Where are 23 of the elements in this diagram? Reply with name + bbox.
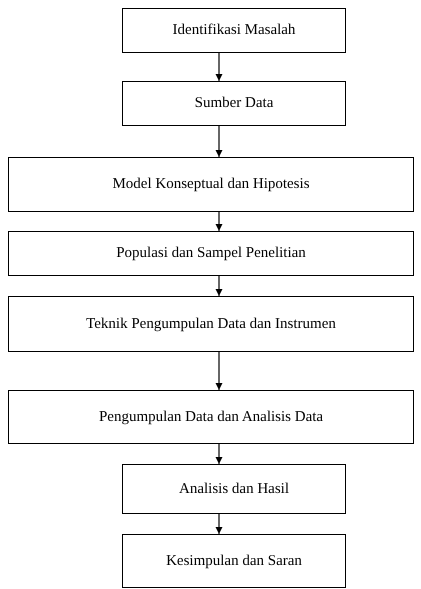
process-box xyxy=(122,8,346,53)
box-label: Populasi dan Sampel Penelitian xyxy=(116,245,306,262)
process-box xyxy=(8,390,414,444)
arrow xyxy=(216,514,222,534)
process-box xyxy=(8,157,414,212)
box-label: Kesimpulan dan Saran xyxy=(166,552,302,570)
arrow xyxy=(216,444,222,464)
process-box xyxy=(122,534,346,588)
box-label: Analisis dan Hasil xyxy=(179,480,289,498)
arrow xyxy=(216,352,222,390)
arrow xyxy=(216,126,222,157)
process-box xyxy=(8,296,414,352)
box-label: Identifikasi Masalah xyxy=(172,22,296,39)
process-box xyxy=(122,81,346,126)
arrow xyxy=(216,276,222,296)
arrow xyxy=(216,212,222,231)
box-label: Sumber Data xyxy=(194,95,274,112)
box-label: Teknik Pengumpulan Data dan Instrumen xyxy=(86,316,336,332)
box-label: Model Konseptual dan Hipotesis xyxy=(112,176,310,193)
arrow xyxy=(216,53,222,81)
box-label: Pengumpulan Data dan Analisis Data xyxy=(98,408,324,426)
process-box xyxy=(122,464,346,514)
process-box xyxy=(8,231,414,276)
